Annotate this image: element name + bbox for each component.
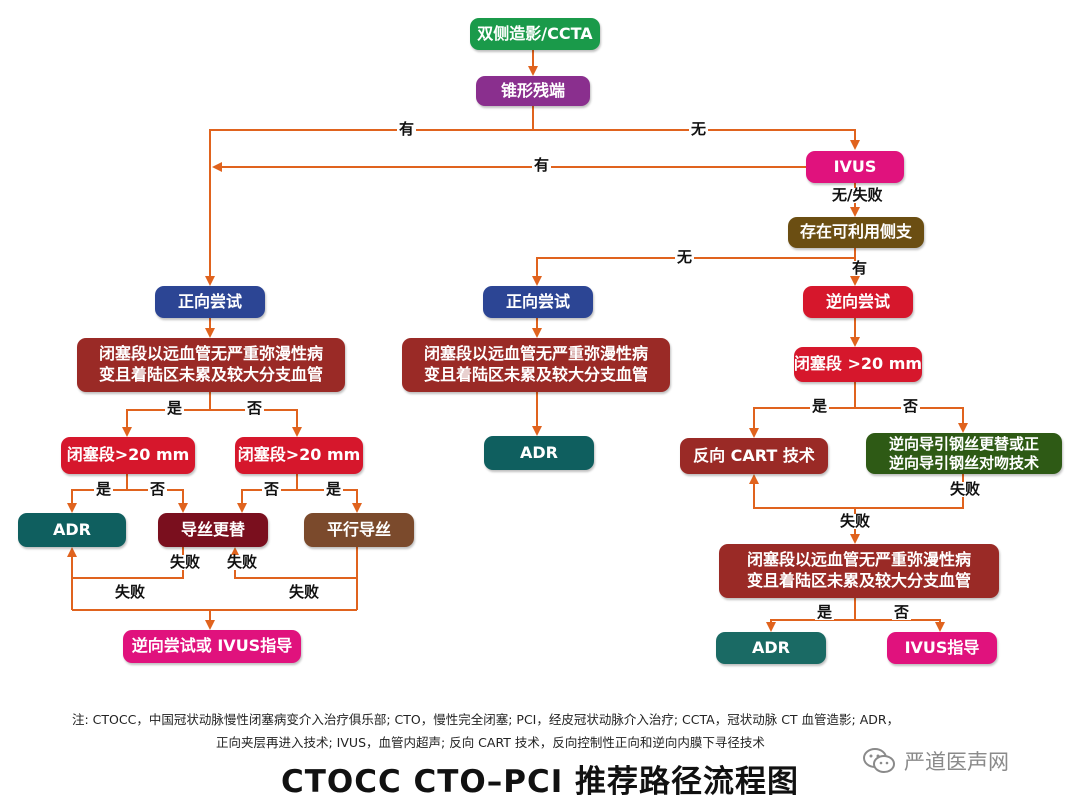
condition-left-line1: 闭塞段以远血管无严重弥漫性病 [98, 344, 323, 364]
arrow-a-wc [127, 489, 188, 513]
retro-wire-line2: 逆向导引钢丝对吻技术 [888, 453, 1039, 472]
label-shi-right: 是 [815, 603, 835, 621]
label-fail-par: 失败 [225, 553, 260, 571]
node-adr-mid: ADR [484, 436, 594, 470]
label-fou-b: 否 [262, 480, 282, 498]
label-yes-1: 有 [397, 120, 417, 138]
node-retro-or-ivus: 逆向尝试或 IVUS指导 [123, 630, 301, 663]
label-shi-b: 是 [324, 480, 344, 498]
node-condition-mid: 闭塞段以远血管无严重弥漫性病变且着陆区未累及较大分支血管 [402, 338, 670, 392]
label-no-3: 无 [675, 248, 695, 266]
node-length-left-a: 闭塞段>20 mm [61, 437, 195, 474]
node-antegrade-left: 正向尝试 [155, 286, 265, 318]
condition-left-line2: 变且着陆区未累及较大分支血管 [98, 365, 323, 384]
node-condition-right: 闭塞段以远血管无严重弥漫性病变且着陆区未累及较大分支血管 [719, 544, 999, 598]
wechat-icon [863, 748, 895, 773]
arrow-side-mid [532, 248, 856, 286]
node-cone-stump: 锥形残端 [476, 76, 590, 106]
arrow-wire-cart [749, 474, 964, 509]
node-length-left-b: 闭塞段>20 mm [235, 437, 363, 474]
watermark: 严道医声网 [862, 746, 1009, 776]
label-fail-wc: 失败 [168, 553, 203, 571]
label-fail-r: 失败 [287, 583, 322, 601]
condition-right-line2: 变且着陆区未累及较大分支血管 [746, 571, 971, 590]
arrow-wc-adr [67, 547, 184, 579]
arrow-cone-ivus [533, 129, 860, 150]
label-fou-retro: 否 [901, 397, 921, 415]
node-antegrade-mid: 正向尝试 [483, 286, 593, 318]
label-shi-left: 是 [165, 399, 185, 417]
node-condition-left: 闭塞段以远血管无严重弥漫性病变且着陆区未累及较大分支血管 [77, 338, 345, 392]
node-adr-right: ADR [716, 632, 826, 664]
arrow-condr-ivus [855, 619, 945, 632]
node-ivus-guide: IVUS指导 [887, 632, 997, 664]
label-fou-left: 否 [245, 399, 265, 417]
label-fail-l: 失败 [113, 583, 148, 601]
footnote: 注: CTOCC，中国冠状动脉慢性闭塞病变介入治疗俱乐部; CTO，慢性完全闭塞… [72, 708, 1002, 754]
label-yes-2: 有 [532, 156, 552, 174]
footnote-line2: 正向夹层再进入技术; IVUS，血管内超声; 反向 CART 技术，反向控制性正… [216, 735, 765, 750]
node-retro-wire: 逆向导引钢丝更替或正逆向导引钢丝对吻技术 [866, 433, 1062, 474]
node-reverse-cart: 反向 CART 技术 [680, 438, 828, 474]
node-adr-left: ADR [18, 513, 126, 547]
arrow-condl-b [210, 409, 302, 437]
label-fou-a: 否 [148, 480, 168, 498]
node-parallel-wire: 平行导丝 [304, 513, 414, 547]
page-title: CTOCC CTO–PCI 推荐路径流程图 [280, 764, 800, 800]
arrow-b-par [297, 489, 362, 513]
condition-mid-line2: 变且着陆区未累及较大分支血管 [423, 365, 648, 384]
label-yes-3: 有 [850, 259, 870, 277]
node-retrograde: 逆向尝试 [803, 286, 913, 318]
node-wire-change: 导丝更替 [158, 513, 268, 547]
watermark-text: 严道医声网 [904, 750, 1009, 774]
label-shi-a: 是 [94, 480, 114, 498]
condition-mid-line1: 闭塞段以远血管无严重弥漫性病 [423, 344, 648, 364]
arrow-len-cart [749, 382, 856, 438]
node-side-branch: 存在可利用侧支 [788, 217, 924, 248]
node-bilateral-angio: 双侧造影/CCTA [470, 18, 600, 50]
condition-right-line1: 闭塞段以远血管无严重弥漫性病 [746, 550, 971, 570]
label-shi-retro: 是 [810, 397, 830, 415]
node-length-retro: 闭塞段 >20 mm [794, 347, 922, 382]
retro-wire-line1: 逆向导引钢丝更替或正 [888, 434, 1039, 453]
footnote-line1: 注: CTOCC，中国冠状动脉慢性闭塞病变介入治疗俱乐部; CTO，慢性完全闭塞… [72, 712, 900, 727]
arrow-cone-left [205, 106, 534, 286]
label-no-1: 无 [689, 120, 709, 138]
arrow-len-wire [855, 407, 968, 433]
label-fail-retro: 失败 [948, 480, 983, 498]
label-no-fail: 无/失败 [830, 186, 885, 204]
label-fou-right: 否 [892, 603, 912, 621]
label-fail-center: 失败 [838, 512, 873, 530]
node-ivus: IVUS [806, 151, 904, 183]
arrow-condr-adr [766, 598, 856, 632]
